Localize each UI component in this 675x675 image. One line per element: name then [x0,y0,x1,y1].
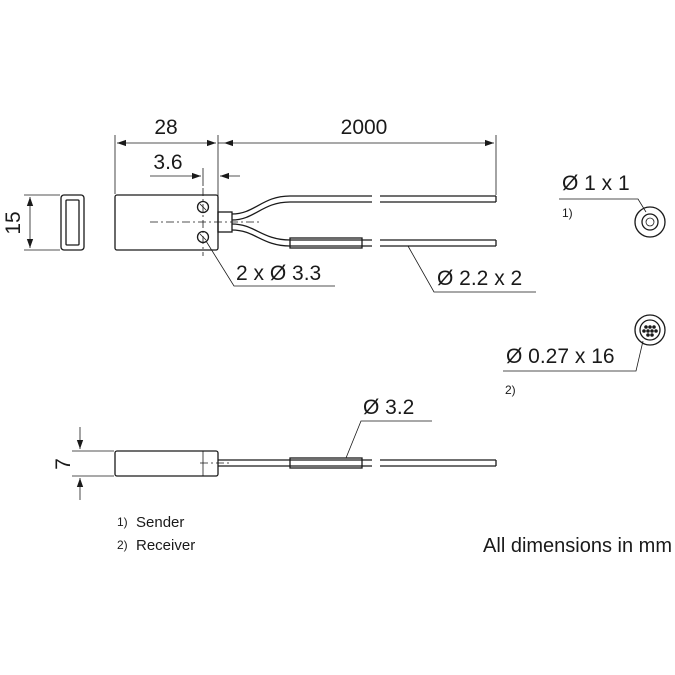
legend-receiver-num: 2) [117,538,128,552]
legend-sender-label: Sender [136,514,184,531]
legend: 1) Sender 2) Receiver [117,514,195,554]
fiber-bundle [642,325,658,337]
length-dimension: 28 [114,116,219,211]
height-dimension: 15 [2,194,60,251]
hole-offset-value: 3.6 [153,151,182,174]
sender-fiber-label: Ø 1 x 1 [562,172,630,195]
units-note: All dimensions in mm [483,535,672,557]
receiver-section: Ø 0.27 x 16 2) [503,314,666,397]
cables-top [217,195,497,249]
sensor-body [114,188,262,256]
cable-length-dimension: 2000 [218,116,497,195]
cable-diameter-label: Ø 2.2 x 2 [437,267,522,290]
receiver-fiber-label: Ø 0.27 x 16 [506,345,615,368]
length-value: 28 [154,116,177,139]
top-view: 15 [2,116,536,293]
holes-leader: 2 x Ø 3.3 [205,240,335,287]
hole-offset-dimension: 3.6 [150,151,240,186]
height-value: 15 [2,211,25,234]
receiver-ref: 2) [505,383,516,397]
sleeve-diameter-label: Ø 3.2 [363,396,414,419]
cable-diameter-leader: Ø 2.2 x 2 [407,245,536,293]
sender-ref: 1) [562,206,573,220]
sleeve-leader: Ø 3.2 [345,396,432,459]
side-view: 7 Ø 3.2 [52,396,497,500]
legend-receiver-label: Receiver [136,537,195,554]
thickness-value: 7 [52,458,75,470]
end-view [60,194,85,251]
sender-section: Ø 1 x 1 1) [559,172,666,238]
cable-length-value: 2000 [341,116,388,139]
legend-sender-num: 1) [117,515,128,529]
thickness-dimension: 7 [52,427,114,500]
holes-label: 2 x Ø 3.3 [236,262,321,285]
